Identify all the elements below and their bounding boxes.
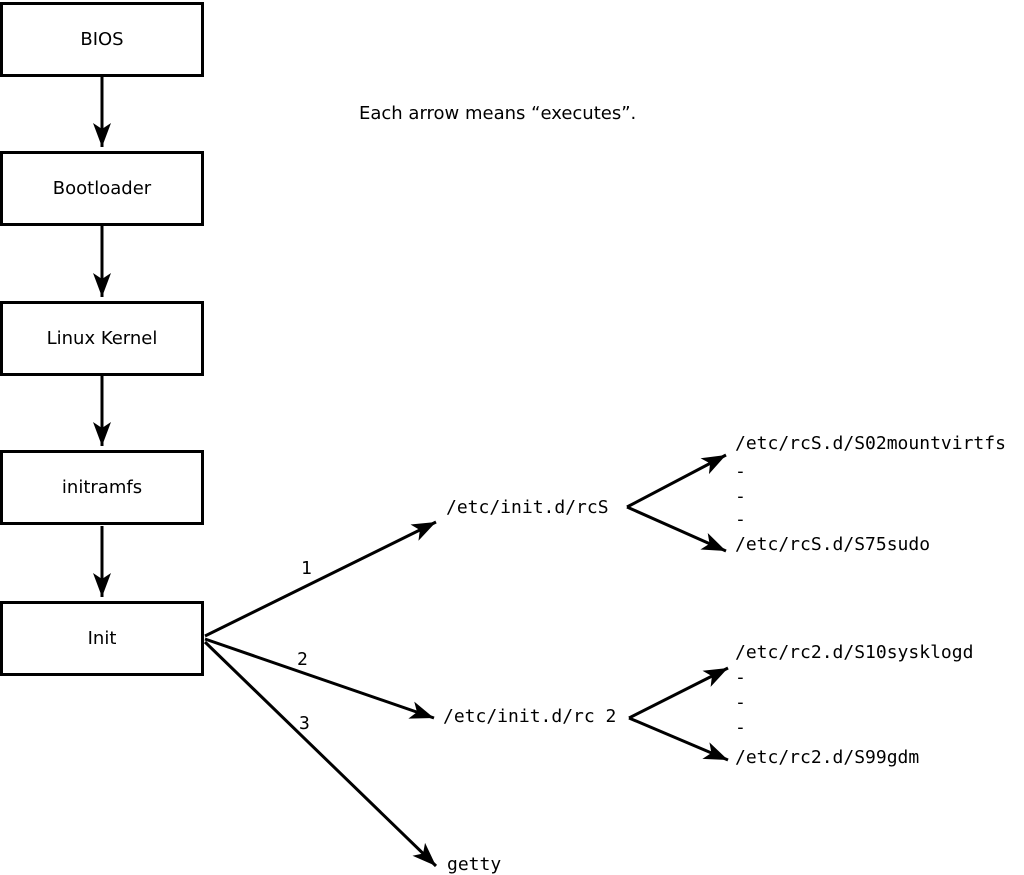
arrow-init-to-getty: [203, 640, 438, 868]
node-linux-kernel: Linux Kernel: [0, 301, 204, 376]
node-etc-initd-rc2: /etc/init.d/rc 2: [443, 706, 617, 727]
node-linux-kernel-label: Linux Kernel: [46, 328, 158, 349]
node-init-label: Init: [87, 628, 117, 649]
node-getty: getty: [447, 854, 502, 875]
rc2d-ellipsis-dash-3: -: [735, 717, 746, 738]
node-rc2d-S99gdm: /etc/rc2.d/S99gdm: [735, 747, 920, 768]
node-bootloader: Bootloader: [0, 151, 204, 226]
rcSd-ellipsis-dash-3: -: [735, 509, 746, 530]
arrow-label-3: 3: [299, 713, 310, 734]
rcSd-ellipsis-dash-2: -: [735, 486, 746, 507]
legend-note: Each arrow means “executes”.: [359, 103, 637, 124]
node-initramfs-label: initramfs: [61, 477, 143, 498]
arrow-rc2-to-S99gdm: [628, 716, 729, 762]
node-rcSd-S75sudo: /etc/rcS.d/S75sudo: [735, 534, 931, 555]
rc2d-ellipsis-dash-2: -: [735, 692, 746, 713]
arrow-init-to-rcS: [204, 520, 437, 638]
node-etc-initd-rcS: /etc/init.d/rcS: [446, 497, 609, 518]
node-initramfs: initramfs: [0, 450, 204, 525]
node-rc2d-S10sysklogd: /etc/rc2.d/S10sysklogd: [735, 642, 974, 663]
arrow-label-1: 1: [301, 558, 312, 579]
node-init: Init: [0, 601, 204, 676]
arrow-label-2: 2: [297, 649, 308, 670]
node-bootloader-label: Bootloader: [52, 178, 152, 199]
node-bios-label: BIOS: [80, 29, 124, 50]
rcSd-ellipsis-dash-1: -: [735, 461, 746, 482]
arrow-init-to-rc2: [204, 637, 435, 720]
rc2d-ellipsis-dash-1: -: [735, 667, 746, 688]
arrow-rcS-to-S02mountvirtfs: [626, 453, 727, 509]
node-rcSd-S02mountvirtfs: /etc/rcS.d/S02mountvirtfs: [735, 433, 1006, 454]
arrow-rcS-to-S75sudo: [626, 505, 727, 553]
arrow-rc2-to-S10sysklogd: [628, 666, 729, 720]
node-bios: BIOS: [0, 2, 204, 77]
